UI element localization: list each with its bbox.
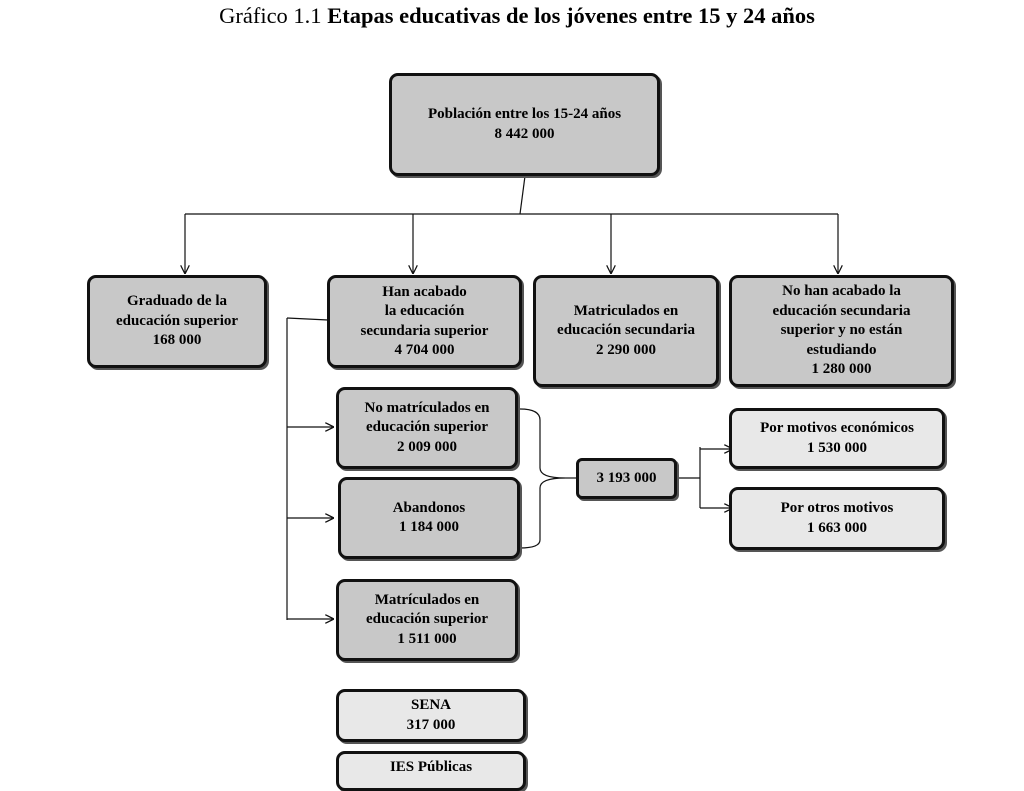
finished-value: 4 704 000 (394, 342, 455, 358)
population-label: Población entre los 15-24 años (427, 106, 622, 122)
sum-brace (519, 408, 566, 549)
node-graduated: Graduado de la educación superior 168 00… (87, 275, 267, 368)
connector-lines (0, 175, 1024, 768)
node-finished-secondary: Han acabado la educación secundaria supe… (327, 275, 522, 368)
not-finished-line3: superior y no están (780, 322, 903, 339)
node-sena: SENA 317 000 (336, 689, 526, 742)
root-stem-line (519, 175, 526, 215)
node-economic-reasons: Por motivos económicos 1 530 000 (729, 408, 945, 469)
finished-line2: la educación (384, 303, 465, 319)
other-label: Por otros motivos (780, 500, 894, 516)
enrolled-higher-line2: educación superior (365, 611, 489, 628)
graduated-line2: educación superior (115, 312, 239, 329)
sena-value: 317 000 (406, 716, 456, 733)
economic-label: Por motivos económicos (760, 420, 914, 436)
finished-branch-line (286, 317, 329, 321)
not-enrolled-higher-line1: No matrículados en (364, 399, 490, 416)
node-not-finished: No han acabado la educación secundaria s… (729, 275, 954, 387)
sum-value: 3 193 000 (596, 469, 657, 486)
not-finished-line2: educación secundaria (772, 302, 911, 319)
other-value: 1 663 000 (807, 519, 867, 536)
node-not-enrolled-higher: No matrículados en educación superior 2 … (336, 387, 518, 469)
node-other-reasons: Por otros motivos 1 663 000 (729, 487, 945, 550)
node-enrolled-higher: Matrículados en educación superior 1 511… (336, 579, 518, 661)
not-finished-line4: estudiando (806, 341, 877, 358)
node-ies-public: IES Públicas (336, 751, 526, 791)
enrolled-higher-line1: Matrículados en (374, 591, 480, 608)
graduated-value: 168 000 (152, 332, 202, 349)
population-value: 8 442 000 (494, 125, 555, 142)
finished-line1: Han acabado (382, 283, 467, 300)
not-enrolled-higher-value: 2 009 000 (397, 438, 457, 455)
dropouts-label: Abandonos (392, 499, 466, 516)
enrolled-secondary-line1: Matriculados en (573, 302, 679, 319)
node-dropouts: Abandonos 1 184 000 (338, 477, 520, 559)
sena-label: SENA (410, 697, 451, 713)
not-enrolled-higher-line2: educación superior (365, 419, 489, 436)
figure-number: Gráfico 1.1 (219, 3, 322, 28)
node-sum: 3 193 000 (576, 458, 677, 499)
enrolled-secondary-value: 2 290 000 (596, 341, 656, 358)
node-population: Población entre los 15-24 años 8 442 000 (389, 73, 660, 176)
enrolled-secondary-line2: educación secundaria (557, 322, 695, 339)
economic-value: 1 530 000 (807, 439, 867, 456)
graduated-line1: Graduado de la (126, 293, 228, 310)
figure-title-text: Etapas educativas de los jóvenes entre 1… (327, 3, 815, 28)
not-finished-line1: No han acabado la (782, 283, 901, 300)
dropouts-value: 1 184 000 (399, 519, 459, 535)
figure-title: Gráfico 1.1 Etapas educativas de los jóv… (0, 2, 1024, 30)
not-finished-value: 1 280 000 (811, 361, 872, 378)
node-enrolled-secondary: Matriculados en educación secundaria 2 2… (533, 275, 719, 387)
finished-line3: secundaria superior (360, 322, 489, 339)
enrolled-higher-value: 1 511 000 (397, 630, 457, 647)
